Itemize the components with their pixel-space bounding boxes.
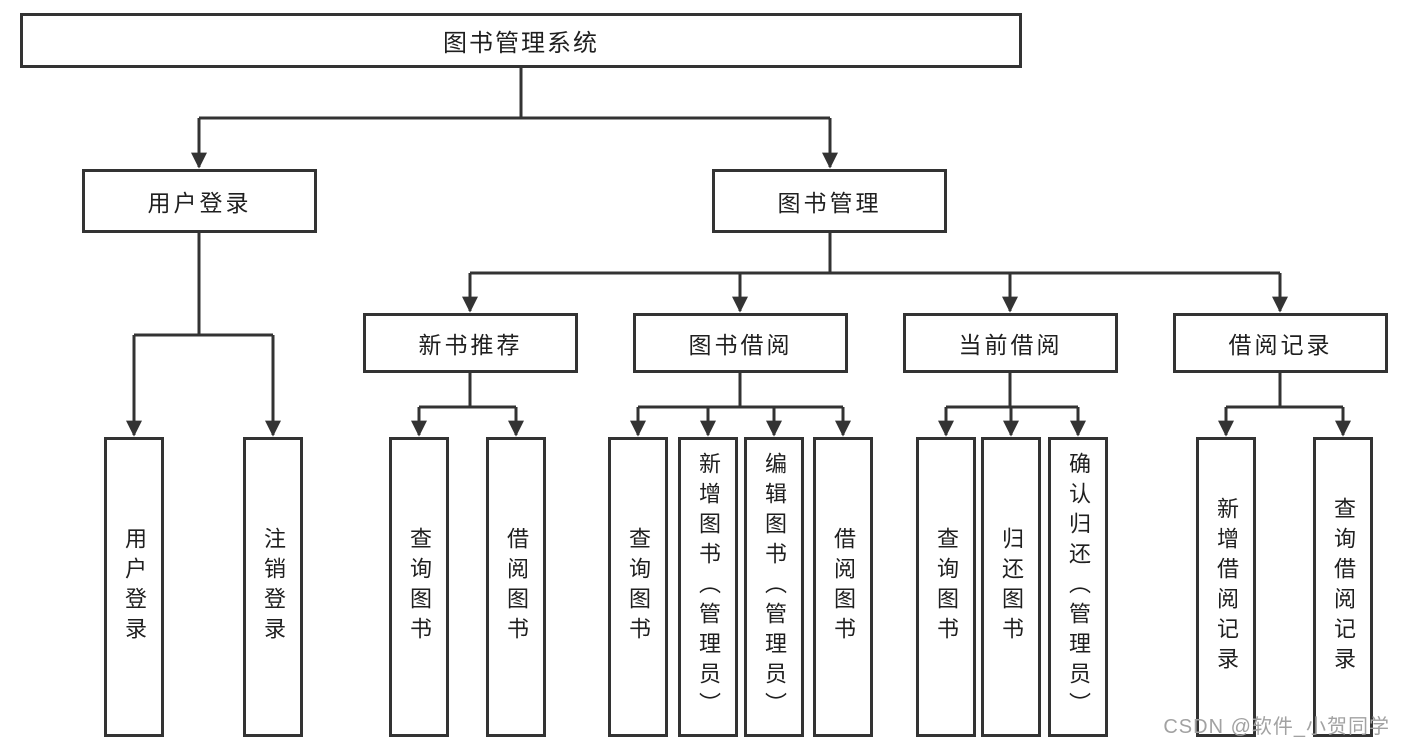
leaf-query-books-current: 查询图书 — [916, 437, 976, 737]
node-label: 注销登录 — [261, 527, 286, 647]
node-label: 图书借阅 — [688, 332, 793, 358]
csdn-watermark: CSDN @软件_小贺同学 — [1163, 716, 1390, 738]
leaf-borrow-books-borrowing: 借阅图书 — [813, 437, 873, 737]
node-label: 编辑图书（管理员） — [762, 452, 787, 722]
leaf-add-borrow-record: 新增借阅记录 — [1196, 437, 1256, 737]
leaf-add-books-admin: 新增图书（管理员） — [678, 437, 738, 737]
leaf-query-books-borrowing: 查询图书 — [608, 437, 668, 737]
leaf-edit-books-admin: 编辑图书（管理员） — [744, 437, 804, 737]
leaf-logout: 注销登录 — [243, 437, 303, 737]
node-label: 确认归还（管理员） — [1066, 452, 1091, 722]
leaf-return-books: 归还图书 — [981, 437, 1041, 737]
node-label: 用户登录 — [122, 527, 147, 647]
node-user-login: 用户登录 — [82, 169, 317, 233]
node-label: 查询借阅记录 — [1331, 497, 1356, 677]
node-label: 查询图书 — [934, 527, 959, 647]
leaf-query-books-recommend: 查询图书 — [389, 437, 449, 737]
node-label: 新增借阅记录 — [1214, 497, 1239, 677]
node-label: 查询图书 — [626, 527, 651, 647]
node-label: 用户登录 — [147, 190, 252, 216]
leaf-confirm-return-admin: 确认归还（管理员） — [1048, 437, 1108, 737]
node-new-book-recommendation: 新书推荐 — [363, 313, 578, 373]
node-borrow-records: 借阅记录 — [1173, 313, 1388, 373]
node-label: 图书管理系统 — [443, 30, 599, 57]
node-label: 新增图书（管理员） — [696, 452, 721, 722]
node-label: 查询图书 — [407, 527, 432, 647]
node-book-borrowing: 图书借阅 — [633, 313, 848, 373]
node-label: 归还图书 — [999, 527, 1024, 647]
leaf-query-borrow-record: 查询借阅记录 — [1313, 437, 1373, 737]
leaf-user-login: 用户登录 — [104, 437, 164, 737]
node-current-borrowing: 当前借阅 — [903, 313, 1118, 373]
node-label: 图书管理 — [777, 190, 882, 216]
node-label: 借阅记录 — [1228, 332, 1333, 358]
leaf-borrow-books-recommend: 借阅图书 — [486, 437, 546, 737]
node-label: 借阅图书 — [504, 527, 529, 647]
node-library-system: 图书管理系统 — [20, 13, 1022, 68]
node-label: 新书推荐 — [418, 332, 523, 358]
node-label: 当前借阅 — [958, 332, 1063, 358]
node-book-management: 图书管理 — [712, 169, 947, 233]
node-label: 借阅图书 — [831, 527, 856, 647]
